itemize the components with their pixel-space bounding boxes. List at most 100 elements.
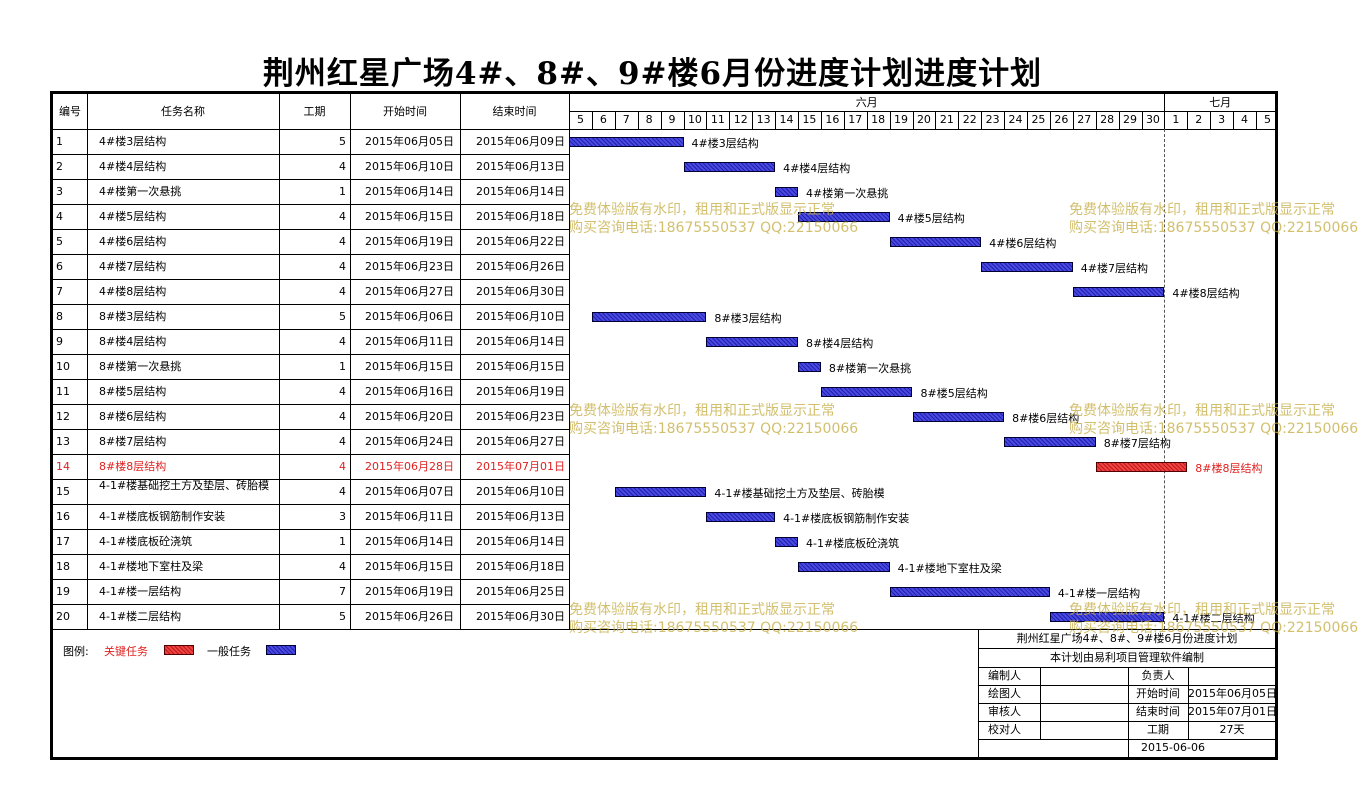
- task-start: 2015年06月07日: [365, 485, 454, 498]
- day-divider: [1049, 111, 1051, 129]
- task-name: 8#楼第一次悬挑: [99, 360, 182, 373]
- titleblock-row-line: [978, 739, 1276, 740]
- day-divider: [1256, 111, 1257, 129]
- titleblock-field-value: 27天: [1219, 723, 1245, 736]
- gantt-bar[interactable]: [889, 237, 982, 247]
- legend-normal-label: 一般任务: [207, 645, 251, 658]
- task-start: 2015年06月15日: [365, 560, 454, 573]
- task-id: 12: [56, 410, 70, 423]
- gantt-bar[interactable]: [889, 587, 1050, 597]
- titleblock-border: [978, 629, 979, 757]
- day-label: 25: [1031, 113, 1046, 126]
- gantt-bar[interactable]: [798, 362, 821, 372]
- gantt-bar[interactable]: [591, 312, 707, 322]
- gantt-bar-label: 8#楼5层结构: [920, 387, 988, 400]
- task-name: 4-1#楼二层结构: [99, 610, 182, 623]
- day-divider: [1210, 111, 1212, 129]
- gantt-bar[interactable]: [798, 562, 890, 572]
- task-end: 2015年06月13日: [476, 510, 565, 523]
- task-duration: 1: [339, 535, 346, 548]
- gantt-bar[interactable]: [1004, 437, 1096, 447]
- day-divider: [1141, 111, 1143, 129]
- row-divider: [53, 179, 569, 180]
- day-label: 20: [916, 113, 931, 126]
- gantt-bar[interactable]: [1095, 462, 1188, 472]
- task-end: 2015年06月09日: [476, 135, 565, 148]
- day-divider: [775, 111, 777, 129]
- gantt-bar[interactable]: [1049, 612, 1165, 622]
- watermark-text: 免费体验版有水印，租用和正式版显示正常购买咨询电话:18675550537 QQ…: [569, 201, 858, 237]
- gantt-bar[interactable]: [706, 512, 776, 522]
- task-id: 7: [56, 285, 63, 298]
- table-bottom-line: [53, 629, 1276, 630]
- gantt-bar[interactable]: [912, 412, 1005, 422]
- task-id: 6: [56, 260, 63, 273]
- gantt-bar[interactable]: [820, 387, 913, 397]
- gantt-bar[interactable]: [775, 187, 798, 197]
- day-label: 6: [599, 113, 607, 126]
- titleblock-field-label: 结束时间: [1136, 705, 1180, 718]
- watermark-text: 免费体验版有水印，租用和正式版显示正常购买咨询电话:18675550537 QQ…: [1069, 201, 1369, 237]
- day-divider: [637, 111, 639, 129]
- day-divider: [866, 111, 868, 129]
- gantt-bar-label: 8#楼8层结构: [1195, 462, 1263, 475]
- gantt-bar[interactable]: [775, 537, 798, 547]
- day-label: 19: [894, 113, 909, 126]
- day-label: 11: [710, 113, 725, 126]
- gantt-bar[interactable]: [981, 262, 1073, 272]
- task-name: 8#楼6层结构: [99, 410, 167, 423]
- day-label: 16: [825, 113, 840, 126]
- task-duration: 4: [339, 410, 346, 423]
- task-start: 2015年06月27日: [365, 285, 454, 298]
- task-name: 4#楼8层结构: [99, 285, 167, 298]
- row-divider: [53, 379, 569, 380]
- day-divider: [981, 111, 983, 129]
- task-id: 2: [56, 160, 63, 173]
- titleblock-field-value: [1042, 667, 1126, 685]
- watermark-text: 免费体验版有水印，租用和正式版显示正常购买咨询电话:18675550537 QQ…: [569, 402, 858, 438]
- titleblock-field-value: [1042, 685, 1126, 703]
- task-id: 3: [56, 185, 63, 198]
- row-divider: [53, 254, 569, 255]
- row-divider: [53, 329, 569, 330]
- titleblock-field-label: 编制人: [988, 669, 1021, 682]
- day-label: 28: [1100, 113, 1115, 126]
- titleblock-field-label: 绘图人: [988, 687, 1021, 700]
- titleblock-field-value: [1042, 721, 1126, 739]
- day-divider: [935, 111, 937, 129]
- task-duration: 1: [339, 360, 346, 373]
- task-duration: 4: [339, 485, 346, 498]
- task-duration: 4: [339, 460, 346, 473]
- gantt-bar-label: 4#楼5层结构: [897, 212, 965, 225]
- task-end: 2015年06月22日: [476, 235, 565, 248]
- gantt-bar[interactable]: [798, 212, 890, 222]
- gantt-bar[interactable]: [614, 487, 707, 497]
- gantt-bar-label: 4#楼6层结构: [989, 237, 1057, 250]
- task-id: 1: [56, 135, 63, 148]
- gantt-bar[interactable]: [1072, 287, 1165, 297]
- task-name: 8#楼8层结构: [99, 460, 167, 473]
- gantt-bar[interactable]: [569, 137, 684, 147]
- task-id: 10: [56, 360, 70, 373]
- day-label: 7: [622, 113, 630, 126]
- legend-critical-swatch: [164, 645, 194, 655]
- day-label: 2: [1195, 113, 1203, 126]
- day-label: 13: [756, 113, 771, 126]
- day-label: 29: [1123, 113, 1138, 126]
- watermark-text: 免费体验版有水印，租用和正式版显示正常购买咨询电话:18675550537 QQ…: [1069, 402, 1369, 438]
- task-start: 2015年06月11日: [365, 510, 454, 523]
- task-id: 4: [56, 210, 63, 223]
- watermark-line: 购买咨询电话:18675550537 QQ:22150066: [1069, 220, 1359, 236]
- task-start: 2015年06月05日: [365, 135, 454, 148]
- day-label: 27: [1077, 113, 1092, 126]
- task-name: 8#楼7层结构: [99, 435, 167, 448]
- titleblock-field-label: 工期: [1147, 723, 1169, 736]
- task-end: 2015年06月14日: [476, 185, 565, 198]
- gantt-bar[interactable]: [706, 337, 798, 347]
- task-start: 2015年06月10日: [365, 160, 454, 173]
- task-start: 2015年06月14日: [365, 535, 454, 548]
- row-divider: [53, 404, 569, 405]
- gantt-bar[interactable]: [683, 162, 776, 172]
- gantt-bar-label: 4#楼第一次悬挑: [806, 187, 889, 200]
- task-name: 4#楼7层结构: [99, 260, 167, 273]
